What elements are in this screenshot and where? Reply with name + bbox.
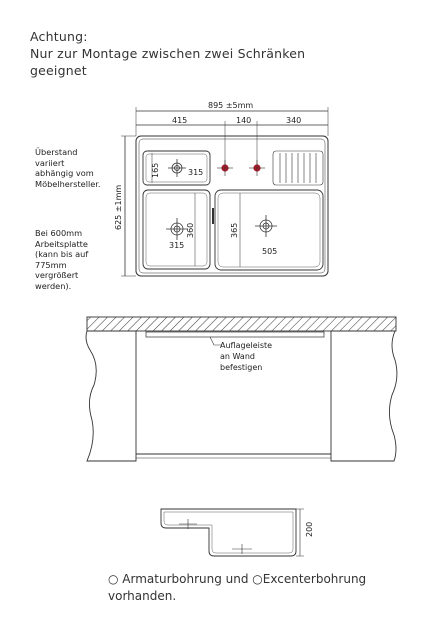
dim-right-bowl-height: 365 [230, 223, 239, 238]
left-cabinet [85, 330, 137, 462]
attention-text-cont: geeignet [30, 63, 87, 78]
worktop-note-line: vergrößert [35, 270, 79, 280]
right-cabinet [330, 330, 398, 462]
worktop-note-line: 775mm [35, 259, 67, 270]
left-bowl [142, 189, 211, 270]
section-view [160, 508, 304, 557]
legend-line: vorhanden. [108, 589, 177, 603]
mounting-label: befestigen [220, 363, 262, 372]
sink-outline [135, 135, 329, 277]
drain-left-bowl-icon [166, 218, 188, 240]
mounting-label: an Wand [220, 352, 255, 361]
drain-small-bowl-icon [168, 159, 186, 177]
attention-heading: Achtung: [30, 29, 88, 44]
top-view [121, 107, 329, 277]
worktop-note: Bei 600mm Arbeitsplatte (kann bis auf 77… [35, 228, 115, 291]
overhang-note: Überstand variiert abhängig vom Möbelher… [35, 147, 115, 189]
overhang-note-line: variiert [35, 157, 65, 168]
dim-left-bowl-height: 360 [186, 223, 195, 238]
legend: ○ Armaturbohrung und ○Excenterbohrung vo… [108, 571, 366, 605]
dim-left-bowl-width: 315 [169, 241, 184, 250]
excenter-hole-icon [249, 160, 265, 176]
dim-left-width: 415 [172, 116, 187, 125]
drill-holes [217, 160, 265, 176]
mounting-strip [145, 331, 325, 338]
dim-small-bowl-width: 315 [188, 168, 203, 177]
overhang-note-line: Überstand [35, 147, 78, 157]
small-bowl [142, 150, 211, 186]
dim-right-width: 340 [286, 116, 301, 125]
attention-text: Nur zur Montage zwischen zwei Schränken [30, 46, 306, 61]
cabinet-view [85, 316, 398, 462]
dim-total-depth: 625 ±1mm [114, 185, 123, 230]
faucet-hole-icon [217, 160, 233, 176]
drain-right-bowl-icon [255, 215, 277, 237]
drainboard [272, 150, 324, 186]
worktop-note-line: Bei 600mm [35, 228, 83, 238]
dim-small-bowl-height: 165 [151, 163, 160, 178]
dim-middle-width: 140 [236, 116, 251, 125]
dim-right-bowl-width: 505 [262, 247, 277, 256]
worktop [86, 316, 397, 332]
dim-total-width: 895 ±5mm [208, 101, 253, 110]
overhang-note-line: Möbelhersteller. [35, 178, 101, 189]
worktop-note-line: (kann bis auf [35, 249, 89, 259]
worktop-note-line: Arbeitsplatte [35, 238, 88, 249]
right-bowl [214, 189, 324, 271]
overhang-note-line: abhängig vom [35, 168, 94, 178]
mounting-label: Auflageleiste [220, 341, 272, 350]
worktop-note-line: werden). [35, 280, 72, 291]
attention-note: Achtung: Nur zur Montage zwischen zwei S… [30, 28, 305, 79]
dim-bowl-depth: 200 [305, 522, 314, 537]
legend-line: ○ Armaturbohrung und ○Excenterbohrung [108, 572, 367, 586]
